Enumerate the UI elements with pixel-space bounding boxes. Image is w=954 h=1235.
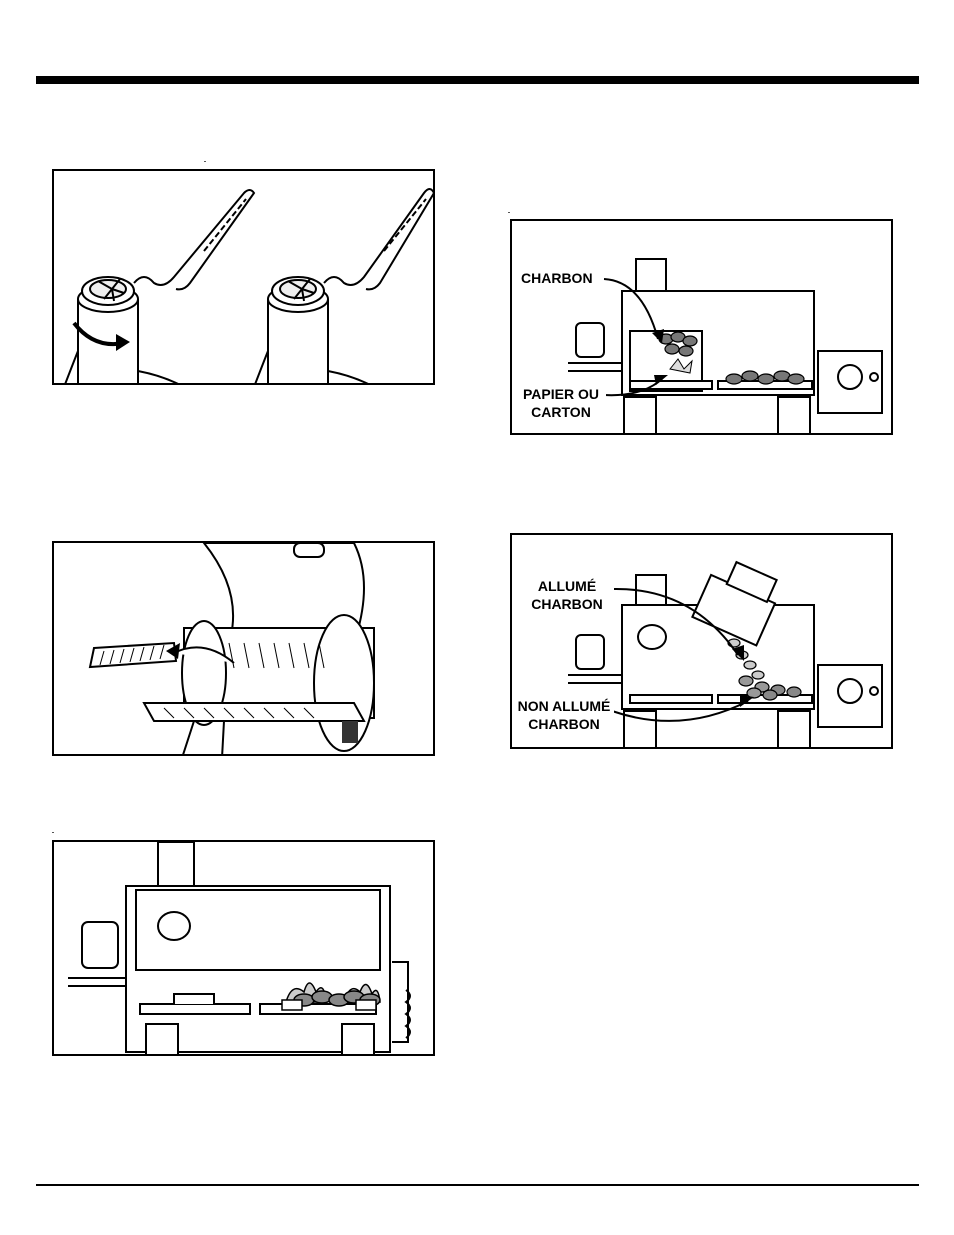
scan-mark bbox=[508, 212, 510, 213]
figure-fire-lit bbox=[52, 840, 435, 1056]
label-non-allume-line2: CHARBON bbox=[528, 716, 600, 732]
figure-charcoal-paper: CHARBON PAPIER OU CARTON bbox=[510, 219, 893, 435]
scan-mark bbox=[204, 161, 206, 162]
label-allume-line2: CHARBON bbox=[531, 596, 603, 612]
label-papier-ou-carton: PAPIER OU CARTON bbox=[516, 385, 606, 421]
label-papier-line2: CARTON bbox=[531, 404, 591, 420]
figure-lit-unlit-charcoal: ALLUMÉ CHARBON NON ALLUMÉ CHARBON bbox=[510, 533, 893, 749]
label-charbon: CHARBON bbox=[520, 269, 594, 287]
label-non-allume-charbon: NON ALLUMÉ CHARBON bbox=[514, 697, 614, 733]
bottom-rule bbox=[36, 1184, 919, 1186]
label-non-allume-line1: NON ALLUMÉ bbox=[517, 698, 611, 714]
figure-damper-adjust bbox=[52, 169, 435, 385]
label-allume-charbon: ALLUMÉ CHARBON bbox=[520, 577, 614, 613]
figure-grate-removal bbox=[52, 541, 435, 756]
grill-open-illustration bbox=[88, 543, 375, 754]
firebox-illustration bbox=[68, 842, 411, 1054]
top-rule bbox=[36, 76, 919, 84]
label-papier-line1: PAPIER OU bbox=[523, 386, 599, 402]
scan-mark bbox=[52, 832, 54, 833]
damper-illustration bbox=[64, 188, 433, 383]
pouring-charcoal-illustration bbox=[568, 560, 883, 747]
chimney-starter-illustration bbox=[568, 258, 883, 433]
label-allume-line1: ALLUMÉ bbox=[537, 578, 597, 594]
